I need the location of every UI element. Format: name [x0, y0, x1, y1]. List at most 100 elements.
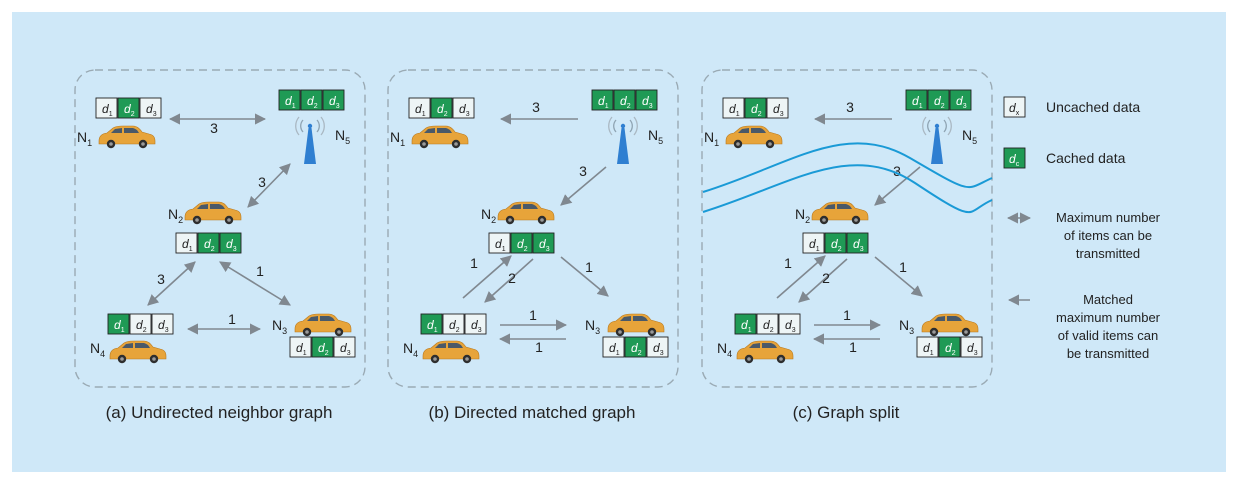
node-label-n1: N1: [390, 129, 405, 148]
data-cell-1: [916, 336, 939, 358]
data-cell-1: [107, 313, 130, 335]
edge-label-n2-n3: 1: [585, 259, 593, 275]
edge-label-n2-n4: 2: [822, 270, 830, 286]
data-cell-3: [532, 232, 555, 254]
data-cell-label-1: d1: [598, 94, 609, 110]
legend-uncached-symbol: dx: [1009, 101, 1020, 117]
node-label-n4: N4: [90, 340, 105, 359]
edge-label-n2-n4: 2: [508, 270, 516, 286]
data-cell-label-3: d3: [956, 94, 967, 110]
data-cell-2: [442, 313, 465, 335]
edge-n5-n2: [560, 166, 607, 206]
legend-undirected-line3: transmitted: [1076, 246, 1140, 261]
graph-split-lines: [702, 142, 993, 214]
edge-n2-n3: [874, 256, 923, 297]
data-cell-2: [129, 313, 152, 335]
data-cell-2: [744, 97, 767, 119]
node-label-n2: N2: [481, 206, 496, 225]
edge-label-n3-n4: 1: [849, 339, 857, 355]
edge-label-n5-n1: 3: [532, 99, 540, 115]
legend-cached-label: Cached data: [1046, 150, 1126, 166]
data-cell-2: [613, 89, 636, 111]
data-cell-1: [734, 313, 757, 335]
node-label-n4: N4: [403, 340, 418, 359]
data-cell-3: [646, 336, 669, 358]
split-line-upper: [702, 142, 993, 193]
data-cell-3: [960, 336, 983, 358]
data-cell-label-3: d3: [146, 102, 157, 118]
data-cell-3: [949, 89, 972, 111]
legend-cached-symbol: dc: [1009, 152, 1020, 168]
node-label-n1: N1: [77, 129, 92, 148]
data-box-n5: d1 d2 d3: [905, 89, 972, 111]
data-cell-2: [430, 97, 453, 119]
node-label-n4: N4: [717, 340, 732, 359]
data-cell-2: [624, 336, 647, 358]
data-cell-label-3: d3: [226, 237, 237, 253]
data-cell-2: [311, 336, 334, 358]
data-cell-label-1: d1: [114, 318, 125, 334]
data-cell-label-2: d2: [437, 102, 448, 118]
data-cell-3: [635, 89, 658, 111]
data-cell-1: [905, 89, 928, 111]
data-cell-2: [300, 89, 323, 111]
legend-directed-line2: maximum number: [1056, 310, 1161, 325]
panel-border: [74, 69, 366, 388]
data-cell-label-1: d1: [609, 341, 620, 357]
data-cell-label-3: d3: [459, 102, 470, 118]
data-cell-label-1: d1: [427, 318, 438, 334]
edge-label-n3-n4: 1: [535, 339, 543, 355]
data-cell-label-3: d3: [653, 341, 664, 357]
data-cell-label-3: d3: [471, 318, 482, 334]
data-cell-label-2: d2: [934, 94, 945, 110]
data-cell-label-2: d2: [124, 102, 135, 118]
data-cell-label-2: d2: [831, 237, 842, 253]
data-cell-2: [510, 232, 533, 254]
data-cell-2: [756, 313, 779, 335]
data-cell-2: [117, 97, 140, 119]
legend-directed-line3: of valid items can: [1058, 328, 1158, 343]
data-cell-label-1: d1: [729, 102, 740, 118]
data-cell-3: [322, 89, 345, 111]
data-cell-3: [464, 313, 487, 335]
data-cell-3: [333, 336, 356, 358]
data-cell-label-2: d2: [204, 237, 215, 253]
edge-n5-n2: [874, 166, 921, 206]
data-cell-label-2: d2: [620, 94, 631, 110]
node-label-n2: N2: [168, 206, 183, 225]
data-cell-label-1: d1: [923, 341, 934, 357]
data-cell-3: [766, 97, 789, 119]
legend-uncached-swatch: [1003, 96, 1026, 118]
data-cell-label-1: d1: [809, 237, 820, 253]
panel-caption: (b) Directed matched graph: [429, 403, 636, 422]
data-cell-2: [824, 232, 847, 254]
edge-label-n5-n2: 3: [893, 163, 901, 179]
data-cell-label-3: d3: [340, 341, 351, 357]
data-cell-3: [452, 97, 475, 119]
edge-label-n2-n3: 1: [256, 263, 264, 279]
data-cell-label-2: d2: [631, 341, 642, 357]
data-cell-1: [95, 97, 118, 119]
data-cell-label-2: d2: [449, 318, 460, 334]
data-cell-label-1: d1: [912, 94, 923, 110]
legend-directed-line4: be transmitted: [1067, 346, 1149, 361]
node-label-n5: N5: [335, 127, 350, 146]
edge-label-n4-n3: 1: [843, 307, 851, 323]
node-label-n1: N1: [704, 129, 719, 148]
node-label-n3: N3: [899, 317, 914, 336]
node-label-n3: N3: [272, 317, 287, 336]
edge-n2-n3: [219, 261, 291, 306]
data-cell-2: [938, 336, 961, 358]
